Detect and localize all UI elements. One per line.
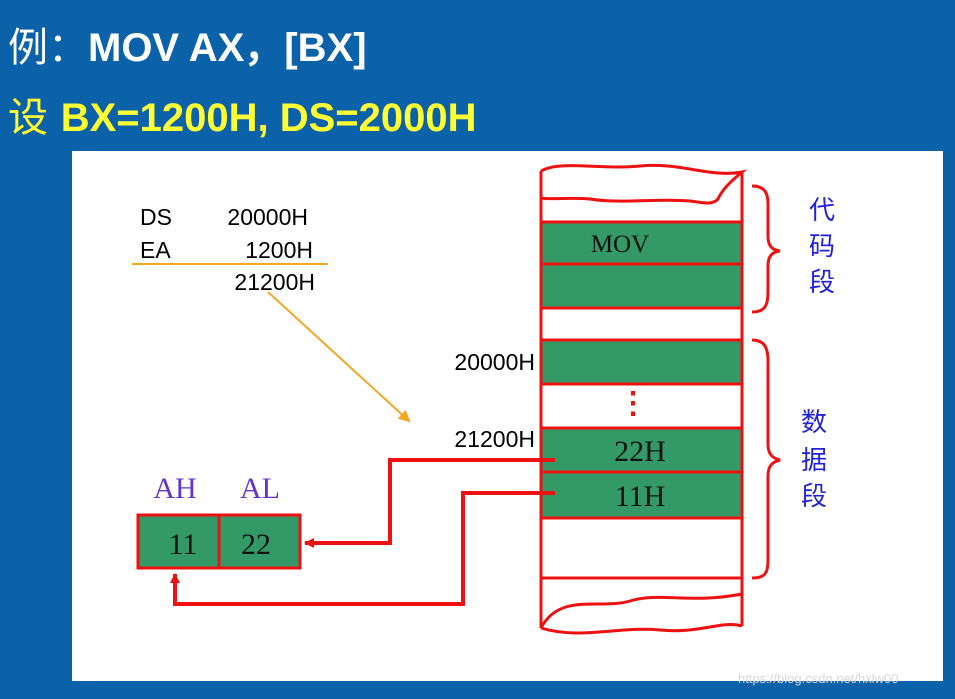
code-segment-brace [751,184,781,314]
data-segment-brace [751,338,781,580]
data-seg-char-1: 数 [801,408,827,438]
title-assume-label: 设 [8,95,61,141]
memory-ellipsis: ⋮ [618,387,648,420]
memory-cell-11h-text: 11H [615,480,666,513]
data-seg-char-3: 段 [801,482,827,512]
title-register-values: BX=1200H, DS=2000H [60,96,477,140]
memory-cell-22h-text: 22H [614,435,666,468]
register-ah-value: 11 [169,528,198,561]
addressing-diagram: DS 20000H EA 1200H 21200H MOV 22H 11H ⋮ 20… [132,163,835,635]
title-line-2: 设 BX=1200H, DS=2000H [8,94,477,142]
calc-ds-label: DS [140,204,172,230]
code-seg-char-1: 代 [809,196,835,226]
memory-cell-mov [539,220,744,266]
register-al-cell [217,513,302,570]
address-label-21200h: 21200H [454,426,535,452]
data-seg-char-2: 据 [801,446,827,476]
memory-cell-22h [539,426,744,474]
transfer-22h-to-al-arrow [304,458,555,548]
calc-result: 21200H [234,269,315,295]
diagram-canvas: DS 20000H EA 1200H 21200H MOV 22H 11H ⋮ 20… [72,151,943,681]
memory-cells: MOV 22H 11H [539,220,744,580]
memory-cell-code-2 [539,262,744,310]
code-seg-char-3: 段 [809,268,835,298]
title-line-1: 例：MOV AX，[BX] [8,24,367,72]
register-ah-label: AH [153,472,196,505]
transfer-11h-to-ah-arrow [170,491,555,606]
address-label-20000h: 20000H [454,349,535,375]
memory-cell-data-tail [539,516,744,580]
calc-ea-value: 1200H [245,237,313,263]
memory-bottom-break-1 [539,592,743,629]
code-seg-char-2: 码 [809,232,835,262]
title-example-label: 例： [8,25,88,71]
memory-bottom-break-2 [540,622,743,635]
watermark: https://blog.csdn.net/hxlw00 [738,671,899,686]
memory-cell-data-20000h [539,338,744,386]
title-instruction: MOV AX，[BX] [88,26,367,70]
calc-ds-value: 20000H [227,204,308,230]
register-al-value: 22 [241,528,271,561]
result-pointer-arrow [267,291,411,423]
memory-top-break [540,163,748,205]
register-al-label: AL [240,472,280,505]
memory-cell-mov-text: MOV [591,231,649,258]
calc-ea-label: EA [140,237,171,263]
